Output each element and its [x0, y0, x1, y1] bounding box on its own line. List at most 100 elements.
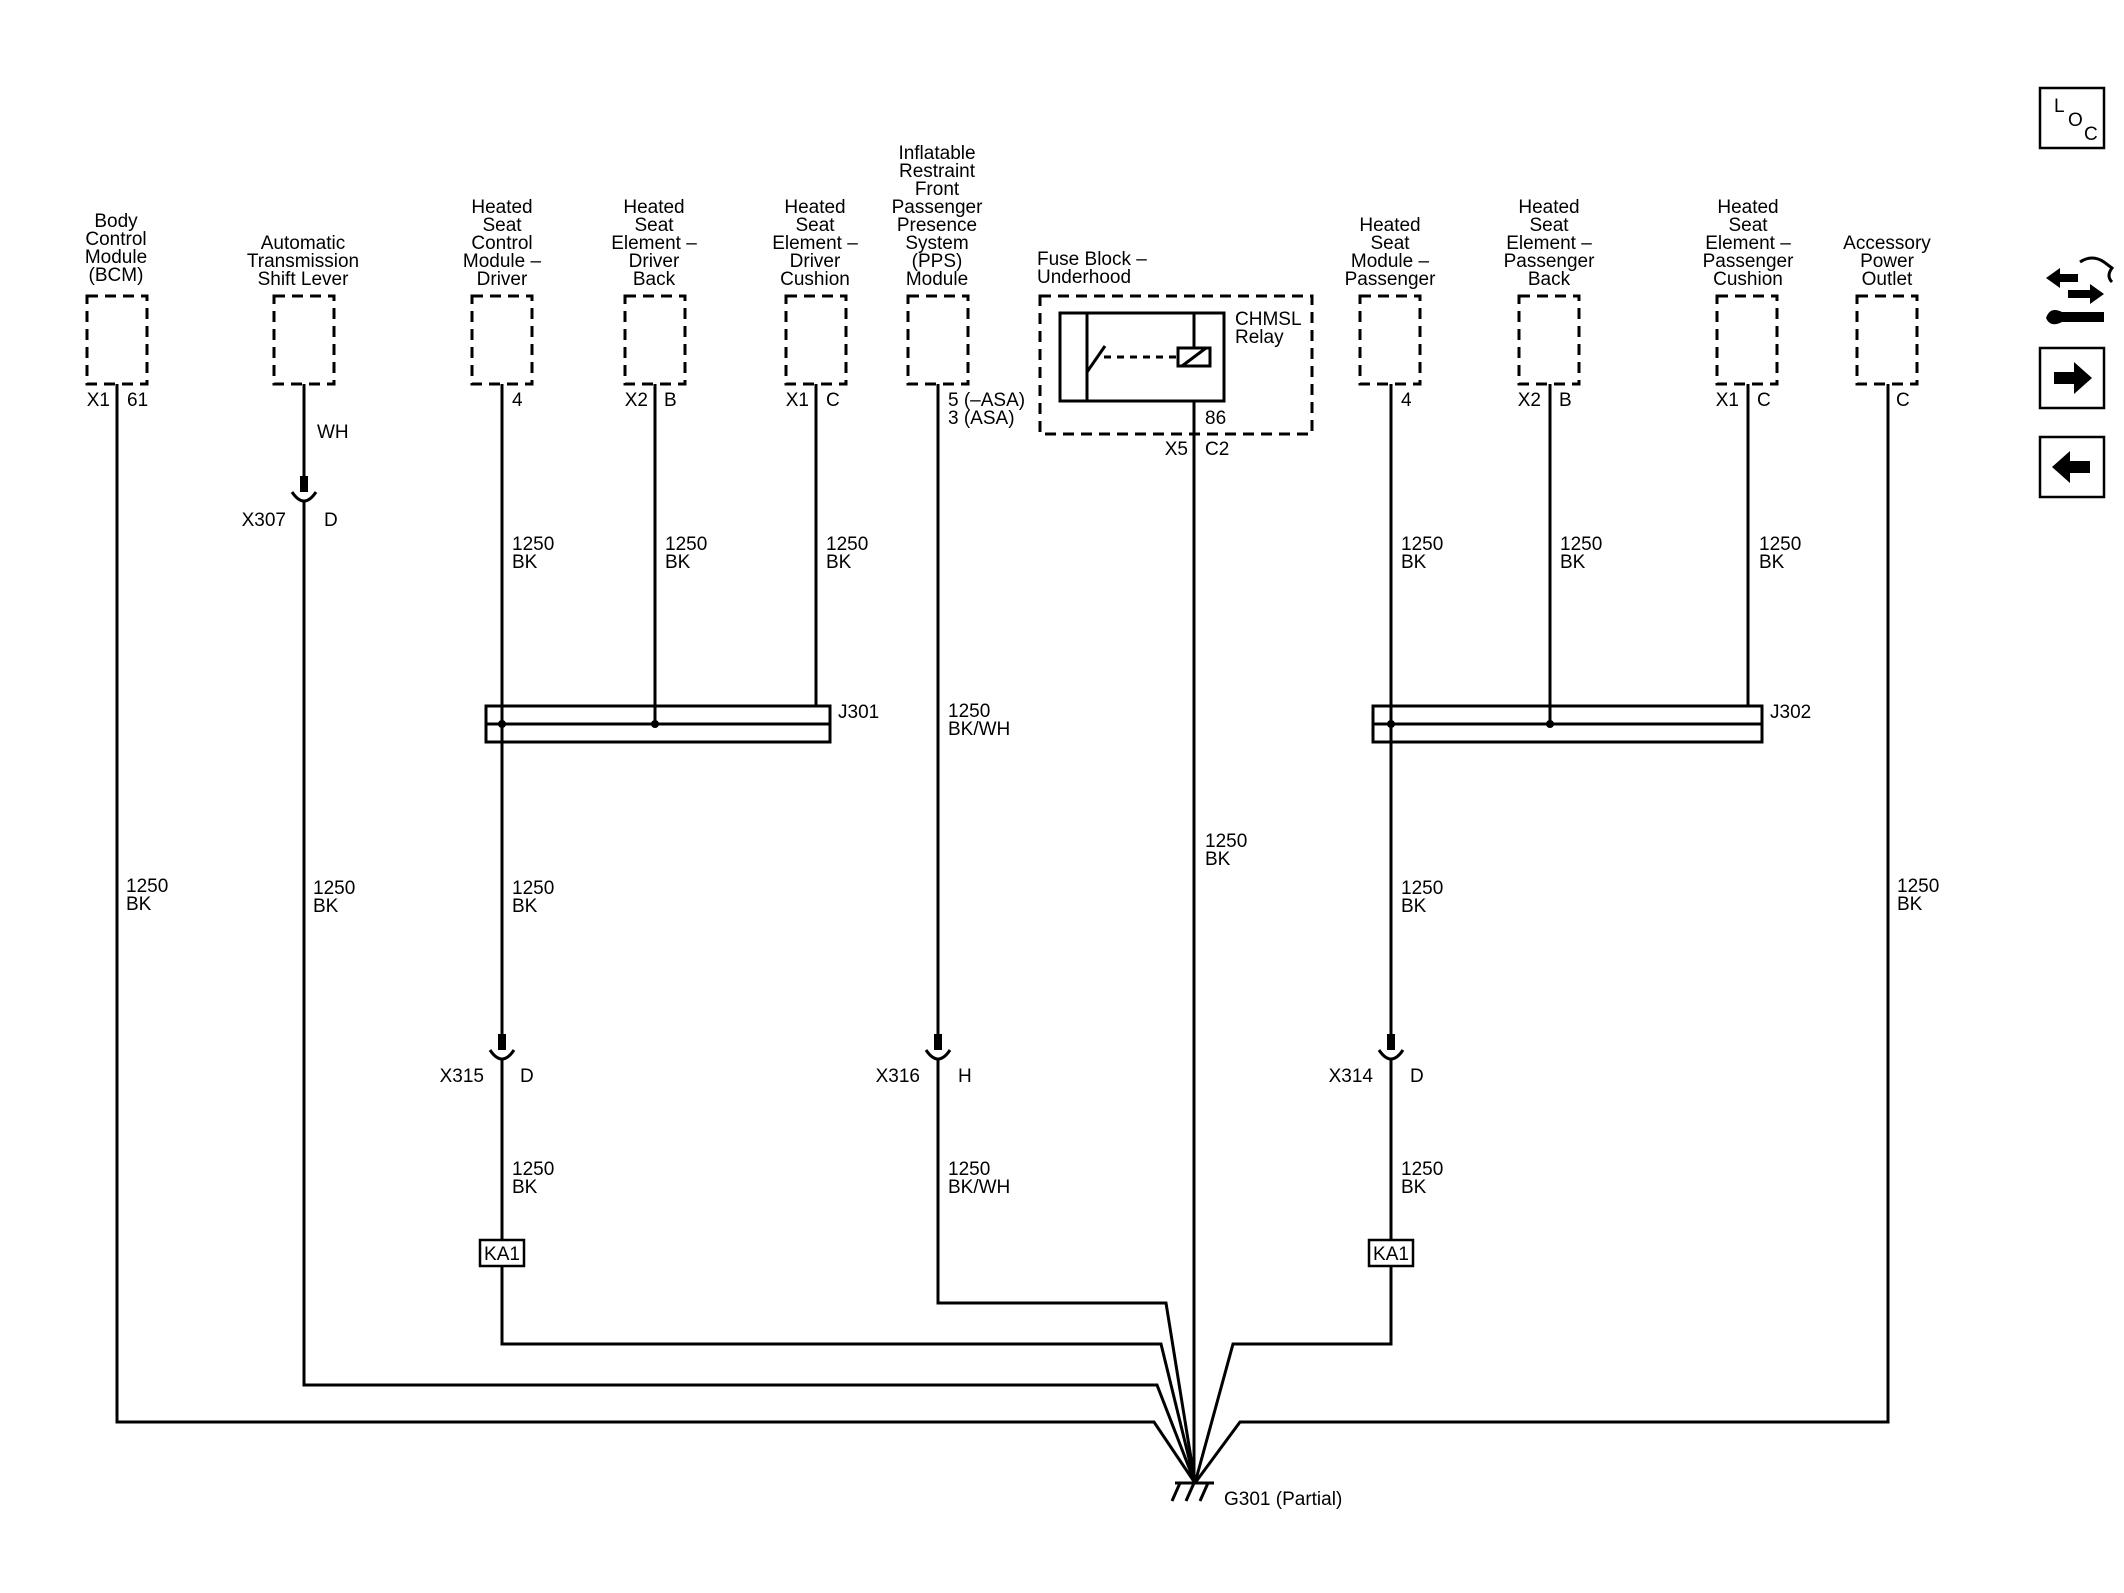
ka1-pass-label: KA1 [1373, 1244, 1409, 1265]
j302-splice-dot [1546, 720, 1554, 728]
accessory-outlet-title-line: Outlet [1862, 269, 1913, 290]
pps-module-title-line: Presence [897, 215, 977, 236]
previous-page-button[interactable] [2038, 435, 2106, 499]
shift-lever-title-line: Transmission [247, 251, 359, 272]
ground-tine [1184, 1482, 1196, 1502]
j301-label: J301 [838, 702, 879, 723]
hs-elem-pass-back-title-line: Passenger [1504, 251, 1596, 272]
pps-module-title-line: Inflatable [898, 143, 975, 164]
hs-elem-driver-cushion-title-line: Driver [790, 251, 841, 272]
hs-elem-pass-cushion-title-line: Heated [1717, 197, 1778, 218]
bcm-connector: X1 [87, 390, 110, 411]
ka1-driver: KA1 [478, 1238, 526, 1268]
wire-circuit: 1250 [512, 534, 554, 555]
pps-module-title-line: (PPS) [912, 251, 963, 272]
bcm-box [85, 294, 149, 386]
next-page-button[interactable] [2038, 346, 2106, 410]
hs-elem-driver-back-connector: X2 [625, 390, 648, 411]
x314-female [1377, 1049, 1405, 1061]
x316-pin: H [958, 1066, 972, 1087]
connector-tools-icon[interactable] [2046, 256, 2115, 325]
accessory-outlet-pin: C [1896, 390, 1910, 411]
wire-label-hs-pass-top: 1250 BK [1401, 534, 1443, 573]
pps-pin-noasa: 5 (–ASA) [948, 390, 1025, 411]
wire-color: BK [665, 552, 691, 573]
x316-female [924, 1049, 952, 1061]
hs-module-pass-pin: 4 [1401, 390, 1412, 411]
hs-elem-driver-back-title-line: Seat [634, 215, 674, 236]
pps-module-title-line: Restraint [899, 161, 976, 182]
ground-g301: G301 (Partial) [1170, 1481, 1342, 1510]
hs-elem-driver-cushion-box [784, 294, 848, 386]
relay-box [1058, 311, 1226, 403]
hs-elem-pass-cushion-title: Heated Seat Element – Passenger Cushion [1703, 197, 1795, 290]
arrow-left-icon [2052, 451, 2090, 483]
relay-coil-slash [1181, 346, 1207, 368]
wire-circuit: 1250 [1401, 878, 1443, 899]
hs-elem-pass-back-title-line: Element – [1506, 233, 1592, 254]
pps-pin-asa: 3 (ASA) [948, 408, 1015, 429]
hs-elem-driver-cushion-title: Heated Seat Element – Driver Cushion [772, 197, 858, 290]
previous-page-frame[interactable] [2038, 435, 2106, 499]
wire-label-shift-lever: 1250 BK [313, 878, 355, 917]
splice-pack-j301: J301 [484, 702, 879, 744]
wire-circuit: 1250 [948, 701, 990, 722]
hs-elem-pass-back-pin: B [1559, 390, 1572, 411]
fuse-block-pin: C2 [1205, 439, 1229, 460]
j301-splice-dot [651, 720, 659, 728]
relay-switch-arm [1085, 345, 1107, 373]
tools-arrow-left [2046, 268, 2078, 288]
shift-lever-title-line: Automatic [261, 233, 345, 254]
hs-module-pass-box [1358, 294, 1422, 386]
ka1-driver-label: KA1 [484, 1244, 520, 1265]
wire-color: BK [512, 1177, 538, 1198]
hs-elem-pass-back-title: Heated Seat Element – Passenger Back [1504, 197, 1596, 290]
wire-circuit: 1250 [665, 534, 707, 555]
wire-label-hs-driver-low: 1250 BK [512, 1159, 554, 1198]
loc-button[interactable]: L O C [2038, 86, 2106, 150]
wire-label-hs-pass-back: 1250 BK [1560, 534, 1602, 573]
wire-color: BK [826, 552, 852, 573]
hs-elem-driver-cushion-title-line: Seat [795, 215, 835, 236]
bcm-title-line: Control [85, 229, 146, 250]
hs-elem-driver-cushion-pin: C [826, 390, 840, 411]
bcm-title-line: Body [94, 211, 138, 232]
wire-label-hs-driver-cushion: 1250 BK [826, 534, 868, 573]
bcm-title-line: (BCM) [89, 265, 144, 286]
fuse-block-box [1038, 294, 1314, 436]
bcm-pin: 61 [127, 390, 148, 411]
hs-module-driver-title-line: Control [471, 233, 532, 254]
wire-circuit: 1250 [126, 876, 168, 897]
ground-tine [1198, 1482, 1210, 1502]
hs-elem-pass-cushion-title-line: Cushion [1713, 269, 1783, 290]
arrow-right-icon [2054, 362, 2092, 394]
x316-name: X316 [876, 1066, 920, 1087]
x315-name: X315 [440, 1066, 484, 1087]
hs-elem-pass-cushion-pin: C [1757, 390, 1771, 411]
pps-module-title-line: System [905, 233, 968, 254]
x314-pin: D [1410, 1066, 1424, 1087]
accessory-outlet-title-line: Power [1860, 251, 1915, 272]
loc-button-frame[interactable] [2038, 86, 2106, 150]
x315-male [498, 1034, 506, 1050]
wire-hs-module-driver-lower [500, 1266, 1197, 1484]
hs-elem-driver-back-title-line: Back [633, 269, 676, 290]
fuse-block-connector: X5 [1165, 439, 1188, 460]
wire-circuit: 1250 [1205, 831, 1247, 852]
shift-lever-box [272, 294, 336, 386]
hs-elem-driver-back-title-line: Driver [629, 251, 680, 272]
hs-elem-pass-back-connector: X2 [1518, 390, 1541, 411]
wire-accessory-outlet [1193, 384, 1890, 1484]
hs-elem-pass-back-title-line: Back [1528, 269, 1571, 290]
tools-arrow-right [2068, 284, 2104, 304]
wire-circuit: 1250 [826, 534, 868, 555]
wire-label-fuse-block: 1250 BK [1205, 831, 1247, 870]
hs-elem-pass-back-box [1517, 294, 1581, 386]
hs-elem-driver-cushion-connector: X1 [786, 390, 809, 411]
x316-male [934, 1034, 942, 1050]
hs-elem-driver-cushion-title-line: Cushion [780, 269, 850, 290]
inline-connector-x314: X314 D [1329, 1034, 1424, 1087]
loc-c: C [2084, 124, 2098, 145]
x314-male [1387, 1034, 1395, 1050]
wire-label-bcm: 1250 BK [126, 876, 168, 915]
